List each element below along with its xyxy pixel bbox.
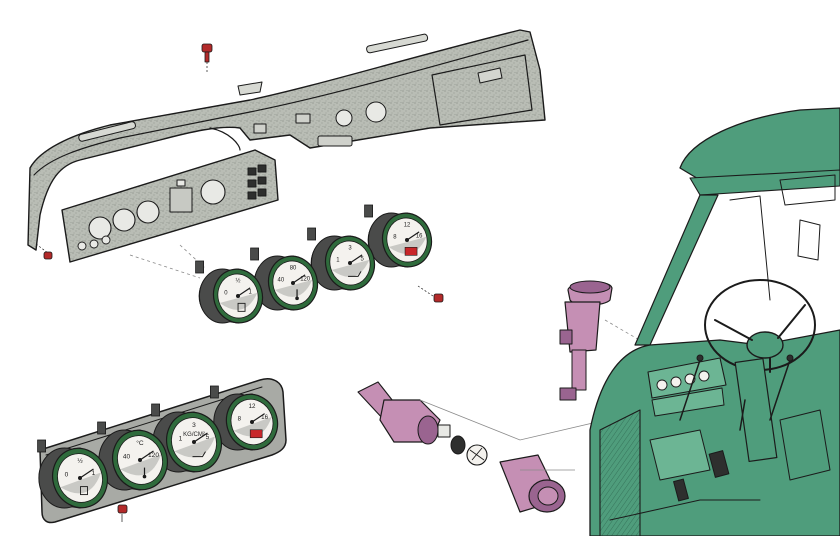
gauge-scale-label: 5 bbox=[360, 256, 364, 262]
gauge-needle bbox=[237, 287, 251, 297]
gauge-scale-label: 80 bbox=[290, 266, 297, 272]
oil-pressure-gauge: 1 3 5 bbox=[307, 227, 376, 291]
battery-gauge: 8 12 16 bbox=[364, 204, 433, 268]
warning-lamp-housing-upper bbox=[559, 280, 613, 401]
temperature-gauge: 40 °C 120 bbox=[97, 421, 168, 491]
gauge-scale-label: 0 bbox=[224, 291, 228, 297]
gauge-unit-label: KG/CM² bbox=[183, 432, 205, 438]
gauge-needle bbox=[251, 413, 265, 423]
fuel-pump-icon bbox=[237, 302, 246, 312]
oil-can-icon bbox=[348, 271, 362, 277]
fuel-gauge: 0 ½ 1 bbox=[195, 260, 264, 324]
fuel-gauge: 0 ½ 1 bbox=[37, 439, 108, 509]
gauge-needle bbox=[79, 468, 94, 479]
fuel-pump-icon bbox=[80, 486, 88, 496]
gauge-scale-label: 12 bbox=[404, 223, 411, 229]
mounting-screw-left bbox=[35, 243, 53, 260]
instrument-fascia-panel bbox=[61, 149, 279, 263]
fascia-gauge-apertures bbox=[88, 179, 226, 240]
steering-wheel-icon bbox=[704, 279, 816, 463]
gauge-scale-label: 12 bbox=[249, 403, 256, 410]
mounting-screw-right bbox=[417, 285, 444, 303]
gauge-needle bbox=[292, 274, 306, 284]
gauge-scale-label: 8 bbox=[238, 416, 242, 423]
gauge-scale-label: 1 bbox=[336, 258, 340, 264]
gauge-scale-label: 40 bbox=[123, 454, 131, 461]
gauge-scale-label: 120 bbox=[148, 452, 159, 459]
gauge-scale-label: ½ bbox=[77, 457, 83, 465]
gauge-scale-label: 16 bbox=[261, 414, 268, 421]
thermometer-icon bbox=[295, 289, 299, 301]
gauge-needle bbox=[193, 432, 208, 443]
gauge-scale-label: 8 bbox=[393, 235, 397, 241]
gauge-needle bbox=[349, 254, 363, 264]
truck-cab-interior bbox=[589, 107, 840, 537]
battery-icon bbox=[404, 247, 418, 256]
thermometer-icon bbox=[142, 467, 147, 479]
gauge-scale-label: 3 bbox=[192, 422, 196, 429]
gauge-needle bbox=[406, 231, 420, 241]
gauge-scale-label: 1 bbox=[248, 289, 252, 295]
warning-lamp-lens-cap bbox=[499, 454, 566, 513]
oil-can-icon bbox=[192, 451, 206, 458]
gauge-scale-label: 3 bbox=[348, 246, 352, 252]
battery-icon bbox=[249, 429, 263, 439]
gauge-scale-label: 1 bbox=[92, 470, 96, 477]
gauge-scale-label: 16 bbox=[416, 233, 423, 239]
gauge-scale-label: °C bbox=[136, 439, 144, 447]
gauge-scale-label: 5 bbox=[206, 434, 210, 441]
gauge-scale-label: 40 bbox=[278, 278, 285, 284]
mounting-screw-top bbox=[201, 43, 213, 74]
dashboard-top-panel bbox=[27, 29, 546, 251]
gauge-scale-label: 120 bbox=[300, 276, 311, 282]
gauge-scale-label: 1 bbox=[179, 436, 183, 443]
gauge-scale-label: 0 bbox=[65, 472, 69, 479]
gauge-cluster-flat: 8 12 16 1 3 5KG/CM² 40 °C 120 0 ½ 1 bbox=[37, 385, 279, 509]
mounting-screw-bottom bbox=[117, 504, 128, 522]
gauge-needle bbox=[139, 450, 154, 461]
bulb-icon bbox=[450, 435, 488, 466]
warning-lamp-holder-lower bbox=[357, 381, 451, 445]
gauge-scale-label: ½ bbox=[236, 278, 241, 285]
